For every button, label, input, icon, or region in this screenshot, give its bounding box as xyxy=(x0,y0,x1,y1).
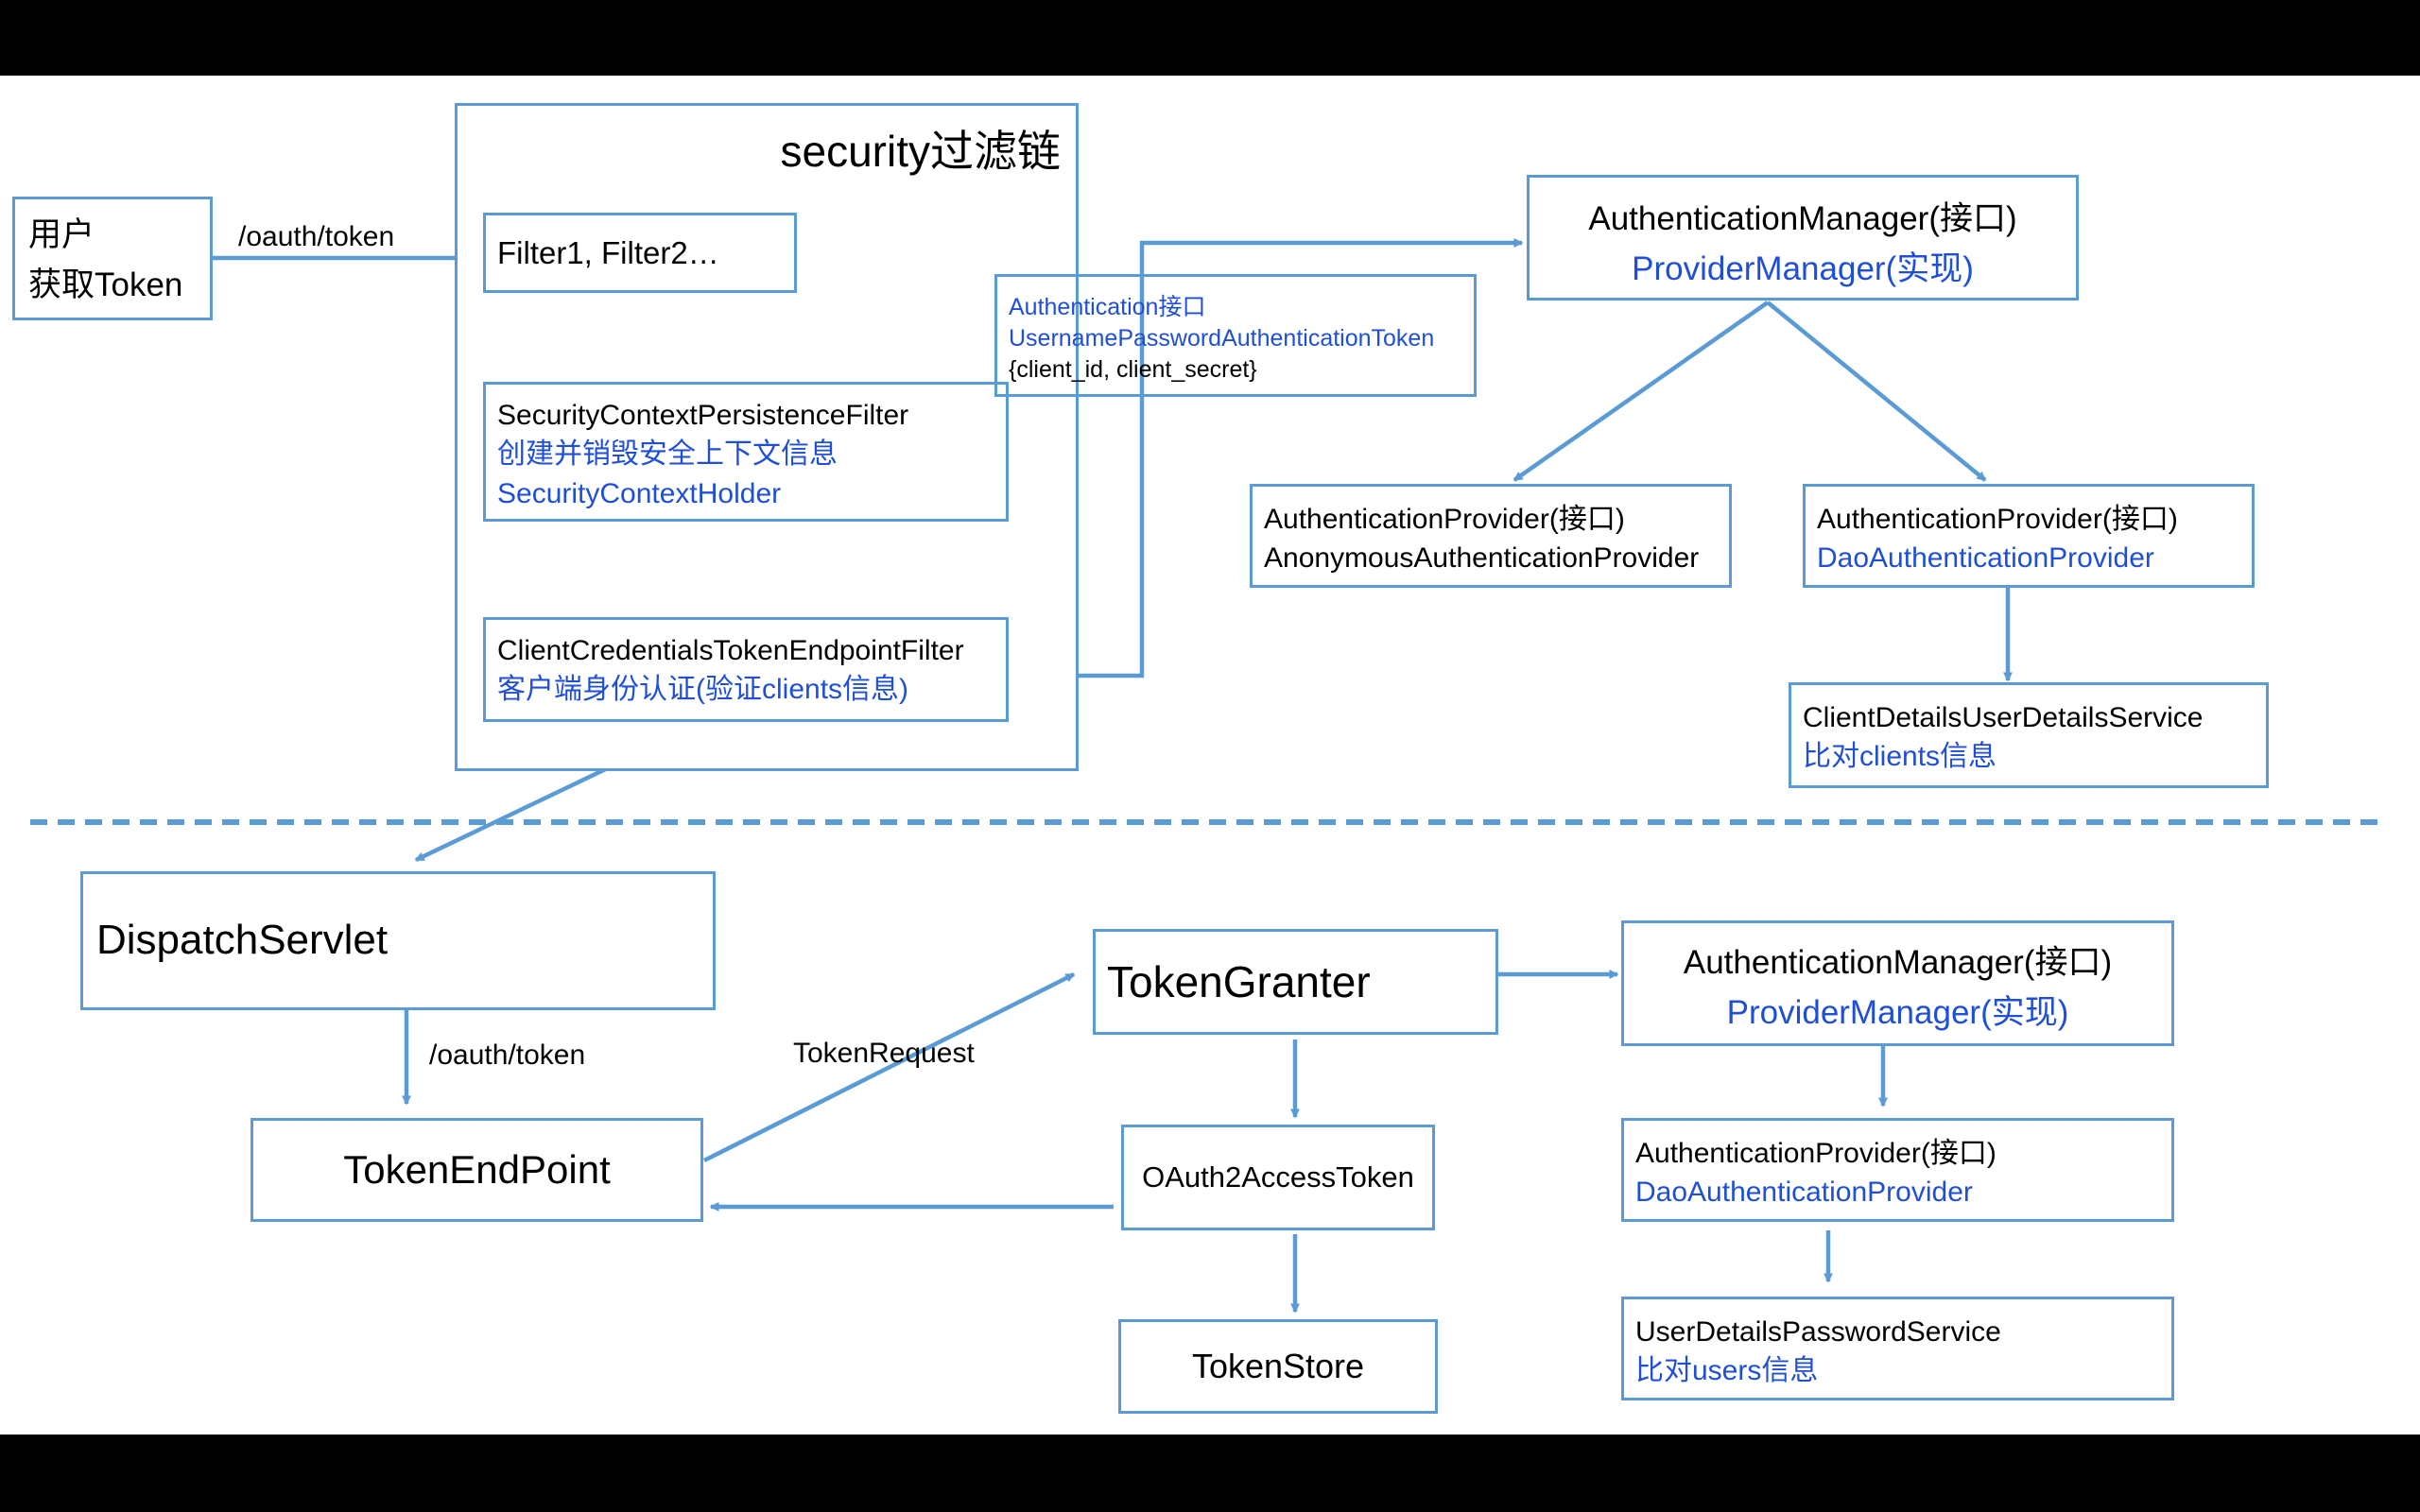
arrow-endpoint-to-granter xyxy=(702,971,1076,1163)
filter1-label: Filter1, Filter2… xyxy=(497,234,719,270)
dao-provider-top-impl: DaoAuthenticationProvider xyxy=(1817,542,2154,575)
arrow-manager-to-dao-provider xyxy=(1766,301,1987,482)
user-details-service-desc: 比对users信息 xyxy=(1635,1355,1819,1387)
token-endpoint-label: TokenEndPoint xyxy=(343,1147,611,1193)
client-credentials-label: {client_id, client_secret} xyxy=(1009,356,1257,383)
token-store-node: TokenStore xyxy=(1118,1319,1438,1414)
token-endpoint-node: TokenEndPoint xyxy=(251,1118,703,1222)
provider-manager-bottom-impl: ProviderManager(实现) xyxy=(1726,993,2069,1031)
access-token-label: OAuth2AccessToken xyxy=(1142,1160,1414,1194)
access-token-node: OAuth2AccessToken xyxy=(1121,1125,1435,1230)
oauth-token-label-top: /oauth/token xyxy=(238,221,395,252)
client-credentials-filter-node: ClientCredentialsTokenEndpointFilter 客户端… xyxy=(483,617,1009,722)
client-details-service-name: ClientDetailsUserDetailsService xyxy=(1803,702,2204,733)
token-granter-label: TokenGranter xyxy=(1107,956,1371,1006)
client-details-service-node: ClientDetailsUserDetailsService 比对client… xyxy=(1789,682,2269,788)
filter1-node: Filter1, Filter2… xyxy=(483,213,797,293)
auth-manager-top-name: AuthenticationManager(接口) xyxy=(1588,200,2017,237)
anonymous-provider-node: AuthenticationProvider(接口) AnonymousAuth… xyxy=(1250,484,1732,588)
token-granter-node: TokenGranter xyxy=(1093,929,1498,1035)
client-filter-name: ClientCredentialsTokenEndpointFilter xyxy=(497,635,964,666)
dao-provider-bottom-node: AuthenticationProvider(接口) DaoAuthentica… xyxy=(1621,1118,2174,1222)
auth-manager-bottom-node: AuthenticationManager(接口) ProviderManage… xyxy=(1621,920,2174,1046)
persistence-filter-name: SecurityContextPersistenceFilter xyxy=(497,400,909,431)
provider-manager-top-impl: ProviderManager(实现) xyxy=(1632,249,1974,287)
persistence-filter-desc: 创建并销毁安全上下文信息 xyxy=(497,438,838,471)
dao-provider-bottom-interface: AuthenticationProvider(接口) xyxy=(1635,1138,1996,1169)
user-action-label: 获取Token xyxy=(28,266,183,303)
token-request-label: TokenRequest xyxy=(793,1038,975,1069)
user-label: 用户 xyxy=(28,216,95,253)
username-password-token-label: UsernamePasswordAuthenticationToken xyxy=(1009,325,1435,352)
security-chain-title: security过滤链 xyxy=(780,127,1061,176)
user-node: 用户 获取Token xyxy=(12,197,213,320)
persistence-filter-node: SecurityContextPersistenceFilter 创建并销毁安全… xyxy=(483,382,1009,522)
dao-provider-top-interface: AuthenticationProvider(接口) xyxy=(1817,504,2178,535)
token-store-label: TokenStore xyxy=(1191,1347,1365,1386)
client-filter-desc: 客户端身份认证(验证clients信息) xyxy=(497,674,909,706)
authentication-token-note: Authentication接口 UsernamePasswordAuthent… xyxy=(994,274,1477,397)
user-details-service-name: UserDetailsPasswordService xyxy=(1635,1316,2001,1348)
bottom-letterbox xyxy=(0,1435,2420,1512)
auth-manager-bottom-name: AuthenticationManager(接口) xyxy=(1683,944,2113,981)
arrow-manager-to-anon-provider xyxy=(1512,301,1770,482)
auth-manager-top-node: AuthenticationManager(接口) ProviderManage… xyxy=(1527,175,2079,301)
dao-provider-top-node: AuthenticationProvider(接口) DaoAuthentica… xyxy=(1803,484,2255,588)
user-details-service-node: UserDetailsPasswordService 比对users信息 xyxy=(1621,1297,2174,1400)
anon-provider-interface: AuthenticationProvider(接口) xyxy=(1264,504,1625,535)
authentication-interface-label: Authentication接口 xyxy=(1009,294,1206,320)
top-letterbox xyxy=(0,0,2420,76)
security-context-holder: SecurityContextHolder xyxy=(497,477,782,509)
client-details-service-desc: 比对clients信息 xyxy=(1803,741,1997,773)
oauth-token-label-bottom: /oauth/token xyxy=(429,1040,586,1071)
arrow-chain-to-dispatch xyxy=(414,761,618,863)
dispatch-servlet-node: DispatchServlet xyxy=(80,871,716,1010)
dao-provider-bottom-impl: DaoAuthenticationProvider xyxy=(1635,1177,1973,1209)
dispatch-servlet-label: DispatchServlet xyxy=(96,917,389,964)
anon-provider-impl: AnonymousAuthenticationProvider xyxy=(1264,542,1700,575)
